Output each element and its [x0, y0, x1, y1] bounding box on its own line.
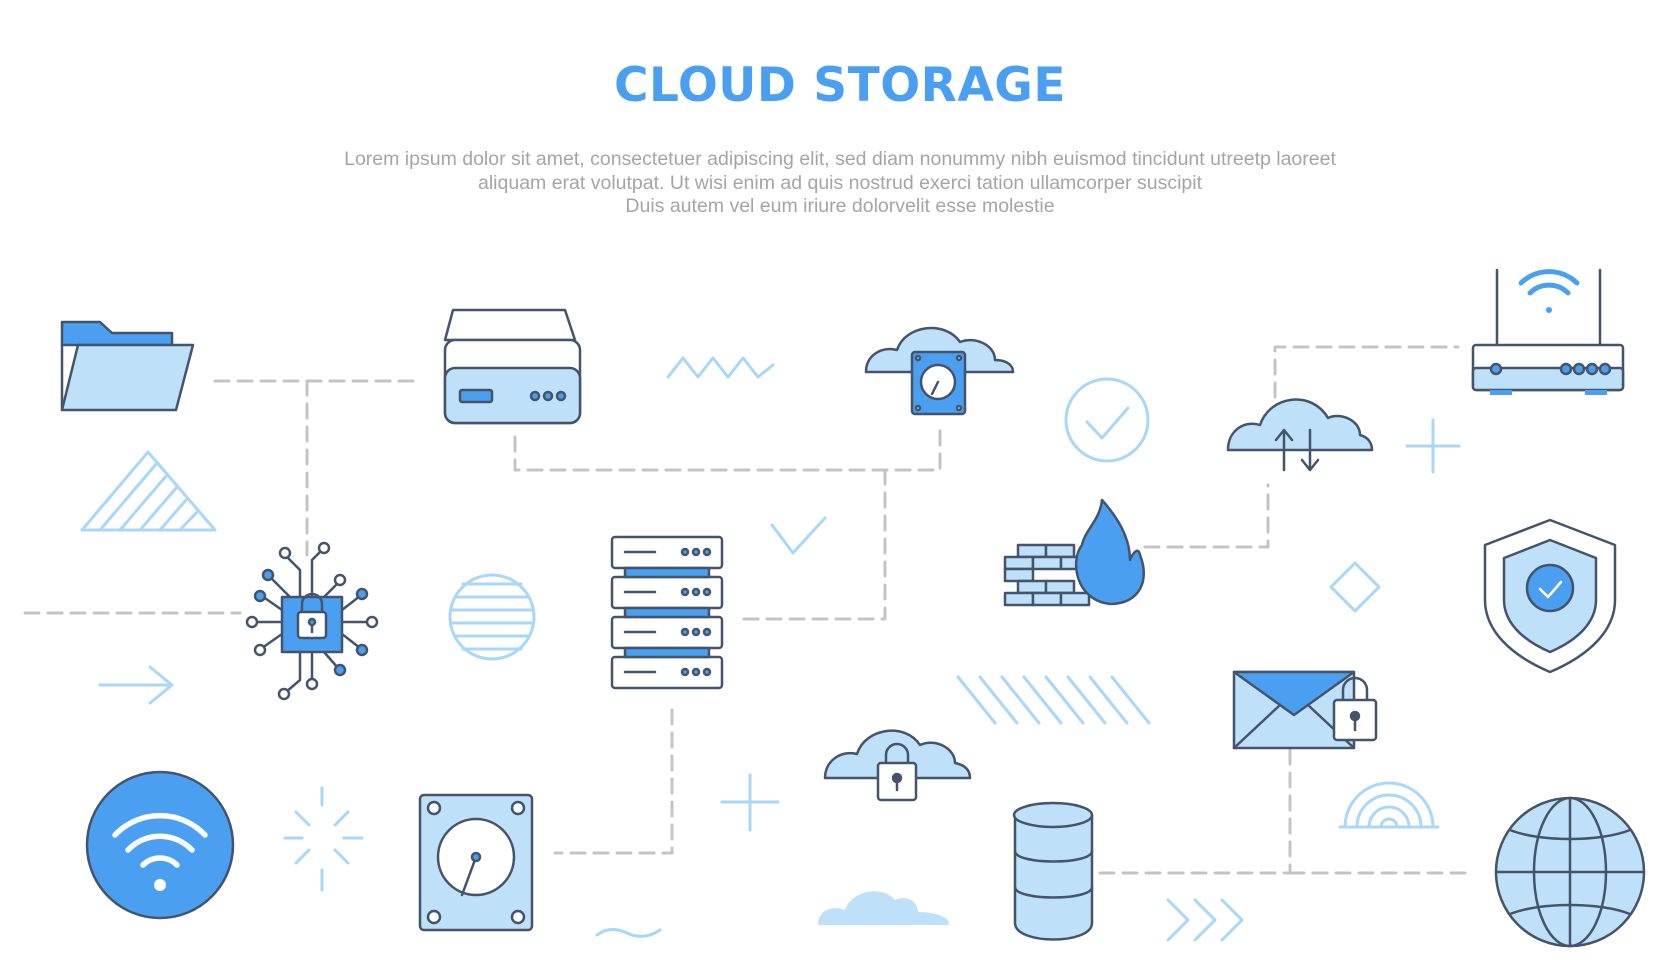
rainbow-icon	[1338, 781, 1440, 829]
database-icon	[1012, 801, 1094, 941]
check-mark-icon	[770, 516, 827, 555]
server-rack-icon	[610, 535, 724, 690]
plus-icon	[720, 773, 780, 832]
cloud-lock-icon	[823, 729, 972, 802]
arrow-right-icon	[98, 665, 174, 705]
external-drive-icon	[443, 308, 582, 425]
small-cloud-icon	[818, 891, 949, 925]
chevrons-icon	[1166, 898, 1244, 942]
cloud-sync-icon	[1226, 398, 1374, 472]
page-description: Lorem ipsum dolor sit amet, consectetuer…	[240, 148, 1440, 219]
folder-icon	[60, 320, 195, 412]
striped-circle-icon	[448, 573, 536, 661]
shield-check-icon	[1483, 518, 1617, 674]
globe-icon	[1494, 796, 1646, 948]
mail-lock-icon	[1232, 670, 1378, 750]
check-circle-icon	[1064, 377, 1150, 463]
hard-disk-icon	[418, 793, 534, 932]
description-line: Lorem ipsum dolor sit amet, consectetuer…	[344, 148, 1336, 170]
slash-lines-icon	[956, 675, 1151, 725]
page-title: CLOUD STORAGE	[614, 58, 1066, 113]
router-icon	[1471, 268, 1625, 395]
zigzag-icon	[666, 356, 775, 379]
starburst-icon	[283, 786, 364, 892]
description-line: aliquam erat volutpat. Ut wisi enim ad q…	[478, 171, 1202, 194]
firewall-icon	[1003, 498, 1145, 607]
diamond-icon	[1329, 561, 1381, 613]
decorations	[80, 356, 1461, 942]
description-line: Duis autem vel eum iriure dolorvelit ess…	[625, 195, 1055, 217]
cloud-hard-disk-icon	[864, 326, 1015, 416]
wifi-icon	[85, 770, 235, 920]
connector-lines	[23, 345, 1472, 875]
chip-lock-icon	[245, 541, 379, 701]
plus-icon	[1405, 418, 1461, 474]
wifi-signal-icon	[1518, 269, 1580, 313]
triangle-hatch-icon	[80, 450, 217, 532]
tilde-icon	[595, 928, 662, 938]
